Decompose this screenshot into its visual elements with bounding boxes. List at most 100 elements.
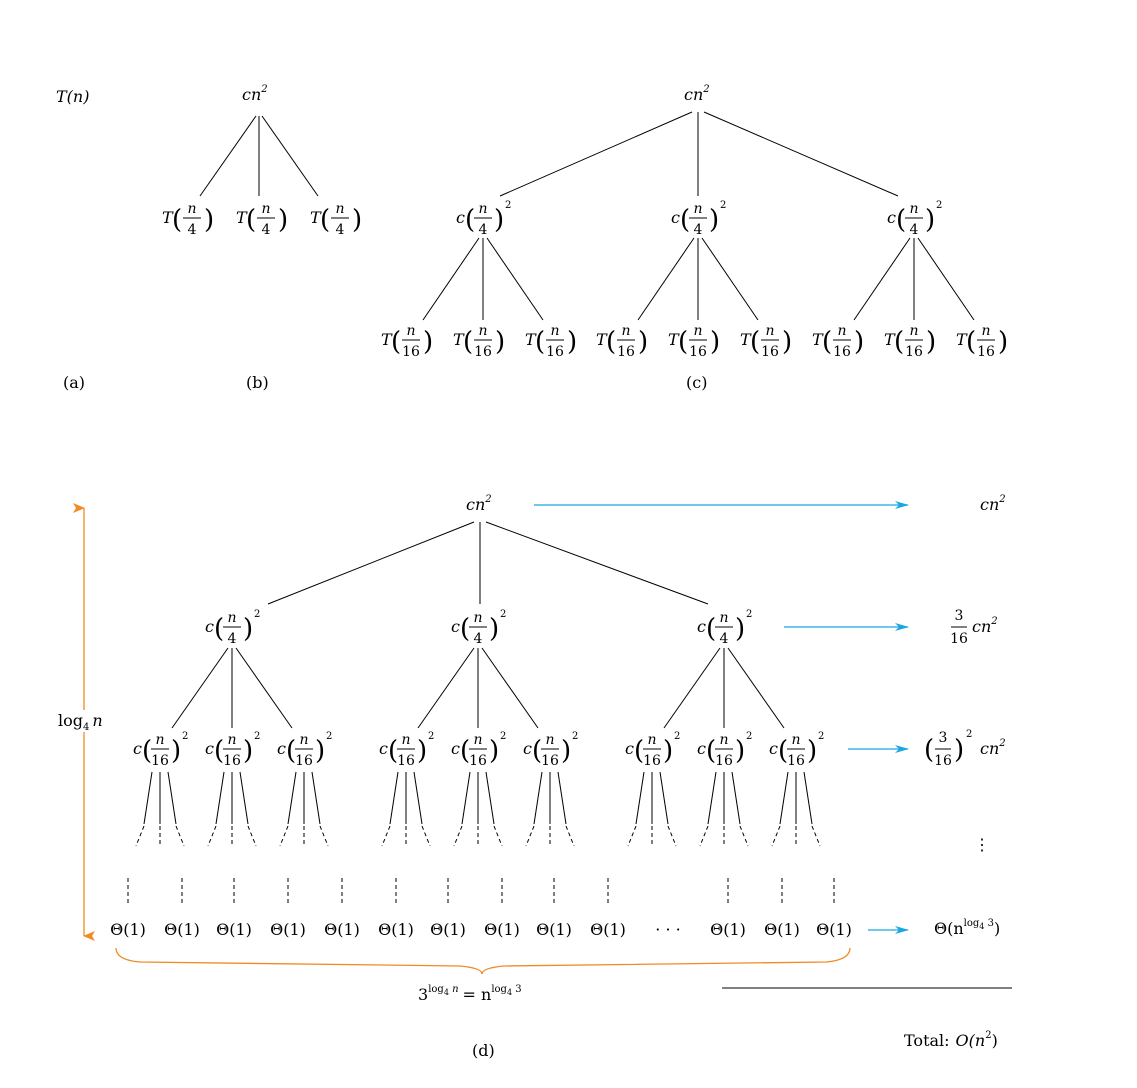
tree-edge — [247, 825, 257, 847]
svg-text:): ) — [423, 327, 433, 357]
tree-edge — [261, 115, 319, 197]
svg-text:): ) — [489, 736, 499, 766]
tree-edge — [389, 771, 399, 825]
svg-text:2: 2 — [746, 731, 752, 742]
svg-text:): ) — [735, 614, 745, 644]
svg-text:): ) — [710, 327, 720, 357]
tree-edge — [637, 237, 695, 321]
level2-node: c(n16)2 — [769, 731, 824, 769]
svg-text:c: c — [523, 739, 532, 758]
svg-text:(: ( — [532, 736, 542, 766]
svg-text:2: 2 — [572, 731, 578, 742]
svg-text:(: ( — [678, 327, 688, 357]
tree-edge — [143, 771, 153, 825]
level0-cost: cn2 — [980, 494, 1006, 514]
svg-text:(: ( — [778, 736, 788, 766]
svg-text:T: T — [310, 208, 322, 227]
total: Total:O(n2) — [904, 1030, 998, 1050]
svg-text:2: 2 — [182, 731, 188, 742]
svg-text:T: T — [956, 330, 968, 349]
level1-node: c(n4)2 — [456, 200, 511, 238]
svg-text:3: 3 — [955, 608, 964, 624]
svg-text:n: n — [155, 732, 164, 748]
svg-text:16: 16 — [469, 753, 487, 769]
svg-text:T: T — [453, 330, 465, 349]
svg-text:T: T — [812, 330, 824, 349]
svg-text:2: 2 — [966, 729, 972, 740]
svg-text:(: ( — [750, 327, 760, 357]
tree-edge — [481, 647, 539, 729]
svg-text:(: ( — [634, 736, 644, 766]
tree-edge — [703, 111, 899, 197]
tree-edge — [485, 521, 709, 605]
svg-text:n: n — [909, 201, 918, 217]
svg-text:T: T — [236, 208, 248, 227]
svg-text:c: c — [277, 739, 286, 758]
svg-text:(: ( — [460, 614, 470, 644]
svg-text:(: ( — [391, 327, 401, 357]
svg-text:16: 16 — [761, 344, 779, 360]
svg-text:(: ( — [286, 736, 296, 766]
tree-edge — [635, 771, 645, 825]
svg-text:n: n — [401, 732, 410, 748]
svg-text:n: n — [621, 323, 630, 339]
svg-text:): ) — [954, 735, 964, 765]
svg-text:n: n — [478, 201, 487, 217]
svg-text:): ) — [925, 205, 935, 235]
svg-text:): ) — [171, 736, 181, 766]
svg-text:n: n — [837, 323, 846, 339]
svg-text:16: 16 — [223, 753, 241, 769]
tree-edge — [731, 771, 741, 825]
svg-text:(: ( — [966, 327, 976, 357]
leaf-theta1: Θ(1) — [110, 920, 146, 939]
svg-text:): ) — [782, 327, 792, 357]
leaf-theta1: Θ(1) — [764, 920, 800, 939]
tree-edge — [287, 771, 297, 825]
tree-edge — [215, 771, 225, 825]
svg-text:): ) — [807, 736, 817, 766]
svg-text:n: n — [227, 732, 236, 748]
svg-text:(: ( — [822, 327, 832, 357]
svg-text:4: 4 — [188, 222, 197, 238]
level1-cost-cn: cn2 — [972, 616, 998, 636]
svg-text:n: n — [981, 323, 990, 339]
svg-text:): ) — [735, 736, 745, 766]
tree-edge — [663, 647, 721, 729]
level2-node: c(n16)2 — [697, 731, 752, 769]
svg-text:n: n — [473, 610, 482, 626]
root-cn2: cn2 — [684, 84, 710, 104]
svg-text:(: ( — [465, 205, 475, 235]
svg-text:T: T — [525, 330, 537, 349]
node-Tn: T(n) — [56, 87, 89, 106]
tree-edge — [525, 825, 535, 847]
svg-text:16: 16 — [402, 344, 420, 360]
tree-edge — [381, 825, 391, 847]
level2-T-n16: T(n16) — [596, 323, 648, 360]
svg-text:2: 2 — [254, 731, 260, 742]
svg-text:T: T — [381, 330, 393, 349]
tree-edge — [461, 771, 471, 825]
svg-text:16: 16 — [546, 344, 564, 360]
svg-text:4: 4 — [336, 222, 345, 238]
level2-node: c(n16)2 — [451, 731, 506, 769]
svg-text:c: c — [697, 739, 706, 758]
svg-text:): ) — [561, 736, 571, 766]
tree-edge — [699, 825, 709, 847]
svg-text:): ) — [315, 736, 325, 766]
level2-node: c(n16)2 — [277, 731, 332, 769]
svg-text:T: T — [740, 330, 752, 349]
svg-text:4: 4 — [720, 631, 729, 647]
svg-text:n: n — [478, 323, 487, 339]
level2-T-n16: T(n16) — [740, 323, 792, 360]
svg-text:16: 16 — [977, 344, 995, 360]
svg-text:): ) — [709, 205, 719, 235]
level2-cost-cn: cn2 — [980, 738, 1006, 758]
level2-cost: ( 3 16 ) 2 cn2 — [924, 729, 1006, 769]
svg-text:2: 2 — [818, 731, 824, 742]
svg-text:T: T — [668, 330, 680, 349]
panel-label-b: (b) — [246, 373, 269, 392]
svg-text:): ) — [278, 205, 288, 235]
